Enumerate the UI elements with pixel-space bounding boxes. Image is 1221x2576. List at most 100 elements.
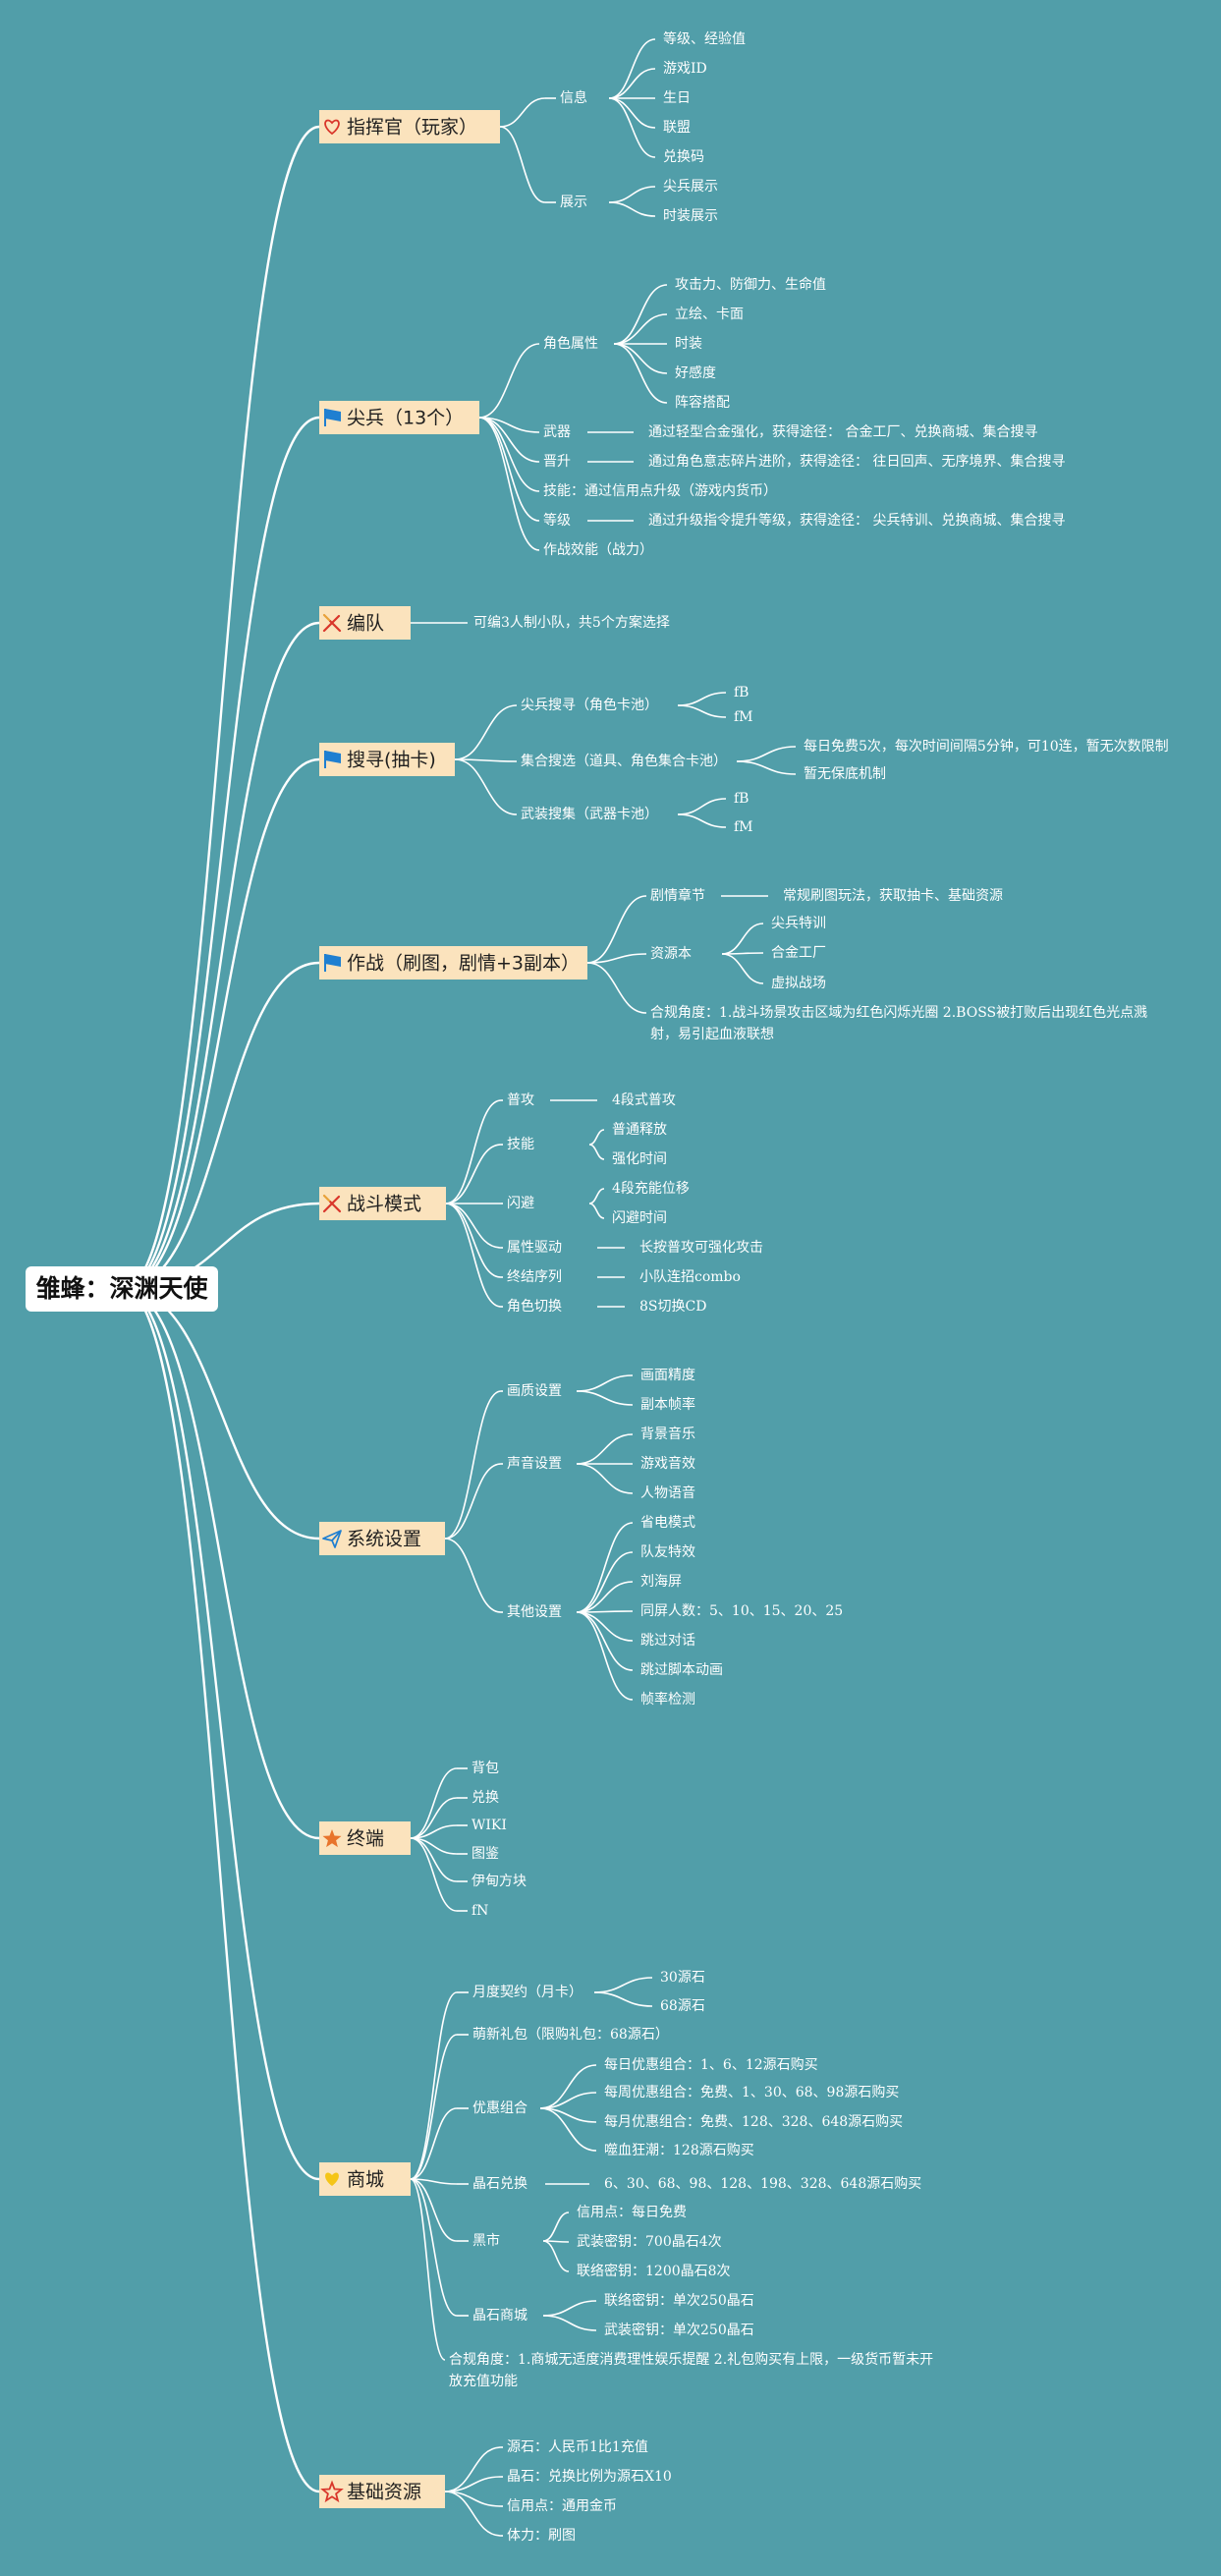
connector-line [445,1203,502,1308]
connector-line [588,1129,605,1146]
category-node [319,2162,411,2196]
leaf-label: 源石：人民币1比1充值 [507,2439,648,2455]
connector-line [454,758,518,762]
connector-line [677,704,727,718]
category-node [319,743,455,776]
connector-line [588,1203,605,1219]
leaf-label: 帧率检测 [640,1691,695,1708]
leaf-label: 跳过对话 [640,1633,695,1649]
connector-line [123,1287,320,2493]
leaf-label: 闪避时间 [612,1210,667,1226]
heart-icon [325,2172,339,2186]
connector-line [444,1390,502,1540]
flag-icon [324,409,341,426]
connector-line [542,2300,597,2317]
leaf-label: 图鉴 [472,1846,499,1862]
leaf-label: 联络密钥：1200晶石8次 [577,2263,731,2279]
category-label: 指挥官（玩家） [347,117,477,139]
connector-line [542,2240,570,2272]
connector-line [444,1538,502,1613]
connector-line [444,2491,502,2537]
leaf-label: fB [734,791,749,807]
connector-line [576,1551,634,1613]
connector-line [677,692,727,706]
branch-label: 晶石兑换 [472,2175,527,2192]
branch-label: 技能：通过信用点升级（游戏内货币） [543,482,777,499]
connector-line [539,2064,597,2109]
category-node [319,1187,446,1220]
connector-line [444,1463,502,1540]
connector-line [608,68,656,99]
leaf-label: 武装密钥：700晶石4次 [577,2233,722,2250]
connector-line [608,97,656,129]
category-label: 编队 [347,613,384,635]
connector-line [410,2178,446,2361]
leaf-label: 人物语音 [640,1484,695,1501]
connector-line [539,2107,597,2152]
connector-line [593,1977,653,1993]
branch-label: 角色切换 [507,1298,562,1315]
category-label: 作战（刷图，剧情+3副本） [347,953,580,975]
swords-icon [322,613,342,633]
leaf-label: 游戏ID [663,61,707,77]
leaf-label: 兑换 [472,1789,499,1806]
connector-line [478,343,540,419]
branch-label: 晶石商城 [472,2308,527,2324]
connector-line [586,962,647,1014]
connector-line [123,621,320,1291]
leaf-label: 尖兵展示 [663,179,718,195]
branch-label: 可编3人制小队，共5个方案选择 [473,614,670,631]
leaf-label: 晶石：兑换比例为源石X10 [507,2468,672,2485]
branch-label: 晋升 [543,454,571,470]
connector-line [454,704,518,760]
leaf-label: 画面精度 [640,1368,695,1383]
leaf-label: 副本帧率 [640,1396,695,1413]
branch-label: 月度契约（月卡） [472,1985,583,2000]
leaf-label: 信用点：每日免费 [577,2205,687,2220]
leaf-label: 每周优惠组合：免费、1、30、68、98源石购买 [604,2085,899,2100]
branch-label: 终结序列 [507,1269,562,1285]
connector-line [410,1767,458,1839]
category-node [319,2475,445,2508]
connector-line [721,953,764,984]
leaf-label: 通过角色意志碎片进阶，获得途径： 往日回声、无序境界、集合搜寻 [648,453,1065,470]
connector-line [588,1188,605,1204]
branch-label: 武装搜集（武器卡池） [521,806,658,822]
branch-label: 画质设置 [507,1383,562,1399]
leaf-label: 合金工厂 [771,945,826,961]
leaf-label: 每月优惠组合：免费、128、328、648源石购买 [604,2114,903,2130]
connector-line [123,757,320,1291]
category-node [319,401,479,434]
connector-line [588,1144,605,1160]
connector-line [576,1522,634,1613]
connector-line [608,97,656,158]
connector-line [608,186,656,203]
leaf-label: fM [734,709,753,725]
connector-line [123,125,320,1291]
connector-line [613,343,668,374]
leaf-label: 游戏音效 [640,1455,695,1472]
connector-line [576,1611,634,1642]
connector-line [677,813,727,828]
branch-label: 作战效能（战力） [543,542,653,558]
leaf-label: 信用点：通用金币 [507,2498,617,2514]
leaf-label: 68源石 [660,1998,705,2014]
leaf-label: fB [734,685,749,700]
branch-label: 普攻 [507,1092,534,1108]
root-box [26,1266,218,1312]
connector-line [576,1581,634,1613]
leaf-label: fN [472,1903,488,1919]
leaf-label: 背景音乐 [640,1426,695,1442]
leaf-label: 4段充能位移 [612,1181,690,1197]
star-outline-icon [320,2480,344,2503]
leaf-label: 联盟 [663,120,691,136]
branch-label: 等级 [543,512,571,529]
category-node [319,1522,445,1555]
connector-line [736,760,797,775]
connector-line [445,1099,502,1204]
leaf-label: 通过轻型合金强化，获得途径： 合金工厂、兑换商城、集合搜寻 [648,423,1037,440]
leaf-label: 背包 [472,1761,499,1776]
branch-label: 其他设置 [507,1604,562,1620]
connector-line [542,2315,597,2331]
connector-line [123,1287,320,1840]
